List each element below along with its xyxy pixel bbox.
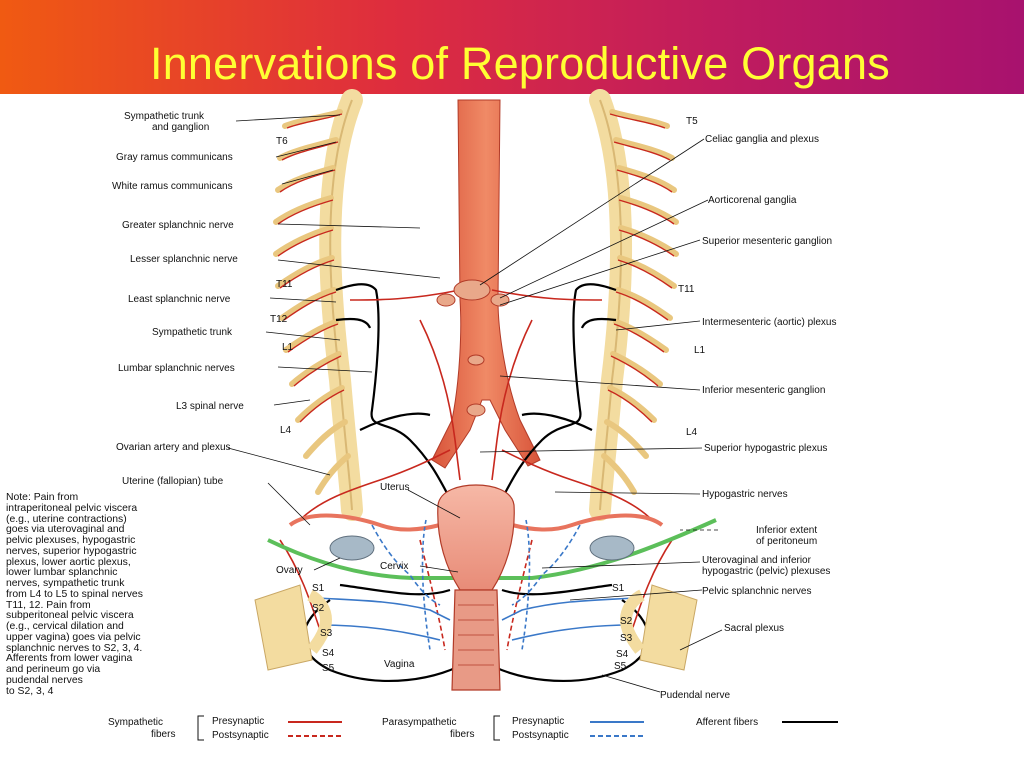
pain-note-line: upper vagina) goes via pelvic [6,631,141,643]
legend-postsynaptic-symp: Postsynaptic [212,730,269,741]
label-superior-mesenteric: Superior mesenteric ganglion [702,236,832,247]
pain-note-line: lower lumbar splanchnic [6,567,118,579]
label-l4-right: L4 [686,427,698,438]
label-celiac: Celiac ganglia and plexus [705,134,819,145]
label-t6: T6 [276,136,288,147]
slide-title: Innervations of Reproductive Organs [150,38,890,89]
legend-presynaptic-para: Presynaptic [512,716,564,727]
label-s3-right: S3 [620,633,633,644]
pain-note-line: nerves, sympathetic trunk [6,578,125,589]
pain-note-line: splanchnic nerves to S2, 3, 4. [6,642,143,654]
label-uterine-tube: Uterine (fallopian) tube [122,476,224,487]
legend-parasympathetic-2: fibers [450,729,474,740]
label-uterus: Uterus [380,482,409,493]
label-s2-right: S2 [620,616,633,627]
label-greater-splanchnic: Greater splanchnic nerve [122,220,234,231]
right-labels: T5 Celiac ganglia and plexus Aorticorena… [612,116,837,701]
label-vagina: Vagina [384,659,415,670]
pain-note-line: from L4 to L5 to spinal nerves [6,588,143,600]
right-vertebral-column [589,89,679,521]
label-and-ganglion: and ganglion [152,122,209,133]
ganglia [436,279,510,417]
label-s1-left: S1 [312,583,325,594]
parasympathetic-fibers [317,519,635,651]
pain-note-line: Afferents from lower vagina [6,653,133,665]
label-uterovaginal-2: hypogastric (pelvic) plexuses [702,566,830,577]
label-white-ramus: White ramus communicans [112,181,233,192]
label-s5-right: S5 [614,661,627,672]
label-lesser-splanchnic: Lesser splanchnic nerve [130,254,238,265]
label-sacral-plexus: Sacral plexus [724,623,784,634]
label-aorticorenal: Aorticorenal ganglia [708,195,797,206]
afferent-pathways [302,283,650,683]
label-ovarian-artery: Ovarian artery and plexus [116,442,231,453]
pain-note-line: T11, 12. Pain from [6,599,91,611]
label-s4-left: S4 [322,648,335,659]
label-peritoneum-1: Inferior extent [756,525,817,536]
label-superior-hypogastric: Superior hypogastric plexus [704,443,827,454]
label-uterovaginal-1: Uterovaginal and inferior [702,555,812,566]
pain-note-line: pelvic plexuses, hypogastric [6,535,136,546]
label-s5-left: S5 [322,663,335,674]
legend-sympathetic-1: Sympathetic [108,717,163,728]
legend-afferent: Afferent fibers [696,717,758,728]
pain-note-line: intraperitoneal pelvic viscera [6,502,138,514]
pain-note-line: plexus, lower aortic plexus, [6,556,131,568]
label-s2-left: S2 [312,603,325,614]
sympathetic-fibers [279,289,673,651]
label-s4-right: S4 [616,649,629,660]
legend-postsynaptic-para: Postsynaptic [512,730,569,741]
label-s1-right: S1 [612,583,625,594]
leader-lines [227,114,723,693]
label-ovary: Ovary [276,565,303,576]
label-sympathetic-trunk-ganglion: Sympathetic trunk [124,111,205,122]
uterus-group [288,484,664,691]
pain-note-line: (e.g., cervical dilation and [6,621,124,632]
label-t5: T5 [686,116,698,127]
label-inferior-mesenteric: Inferior mesenteric ganglion [702,385,825,396]
legend-presynaptic-symp: Presynaptic [212,716,264,727]
label-pudendal: Pudendal nerve [660,690,730,701]
legend-parasympathetic-1: Parasympathetic [382,717,456,728]
left-labels: Sympathetic trunk and ganglion T6 Gray r… [112,111,415,674]
pain-note-line: Note: Pain from [6,492,79,503]
label-cervix: Cervix [380,561,408,572]
label-hypogastric-nerves: Hypogastric nerves [702,489,788,500]
label-t11-left: T11 [276,279,293,290]
label-t11-right: T11 [678,284,695,295]
pain-note-line: (e.g., uterine contractions) [6,513,127,525]
label-l3-spinal: L3 spinal nerve [176,401,244,412]
label-sympathetic-trunk: Sympathetic trunk [152,327,233,338]
label-l4-left: L4 [280,425,292,436]
label-lumbar-splanchnic: Lumbar splanchnic nerves [118,363,235,374]
pain-note-line: to S2, 3, 4 [6,685,54,697]
pain-note-line: subperitoneal pelvic viscera [6,610,134,622]
label-t12: T12 [270,314,288,325]
label-least-splanchnic: Least splanchnic nerve [128,294,231,305]
left-vertebral-column [273,89,363,521]
label-s3-left: S3 [320,628,333,639]
pain-note-line: pudendal nerves [6,674,83,686]
label-l1-right: L1 [694,345,706,356]
label-intermesenteric: Intermesenteric (aortic) plexus [702,317,837,328]
pain-note-line: goes via uterovaginal and [6,524,125,536]
legend-sympathetic-2: fibers [151,729,175,740]
label-gray-ramus: Gray ramus communicans [116,152,233,163]
pain-note-line: and perineum go via [6,664,101,675]
peritoneum-line [267,518,717,580]
label-pelvic-splanchnic: Pelvic splanchnic nerves [702,586,812,597]
title-bar: Innervations of Reproductive Organs [0,0,1024,94]
label-peritoneum-2: of peritoneum [756,536,817,547]
pain-note-line: nerves, superior hypogastric [6,545,137,557]
legend: Sympathetic fibers Presynaptic Postsynap… [108,715,838,741]
label-l1-left: L1 [282,342,294,353]
